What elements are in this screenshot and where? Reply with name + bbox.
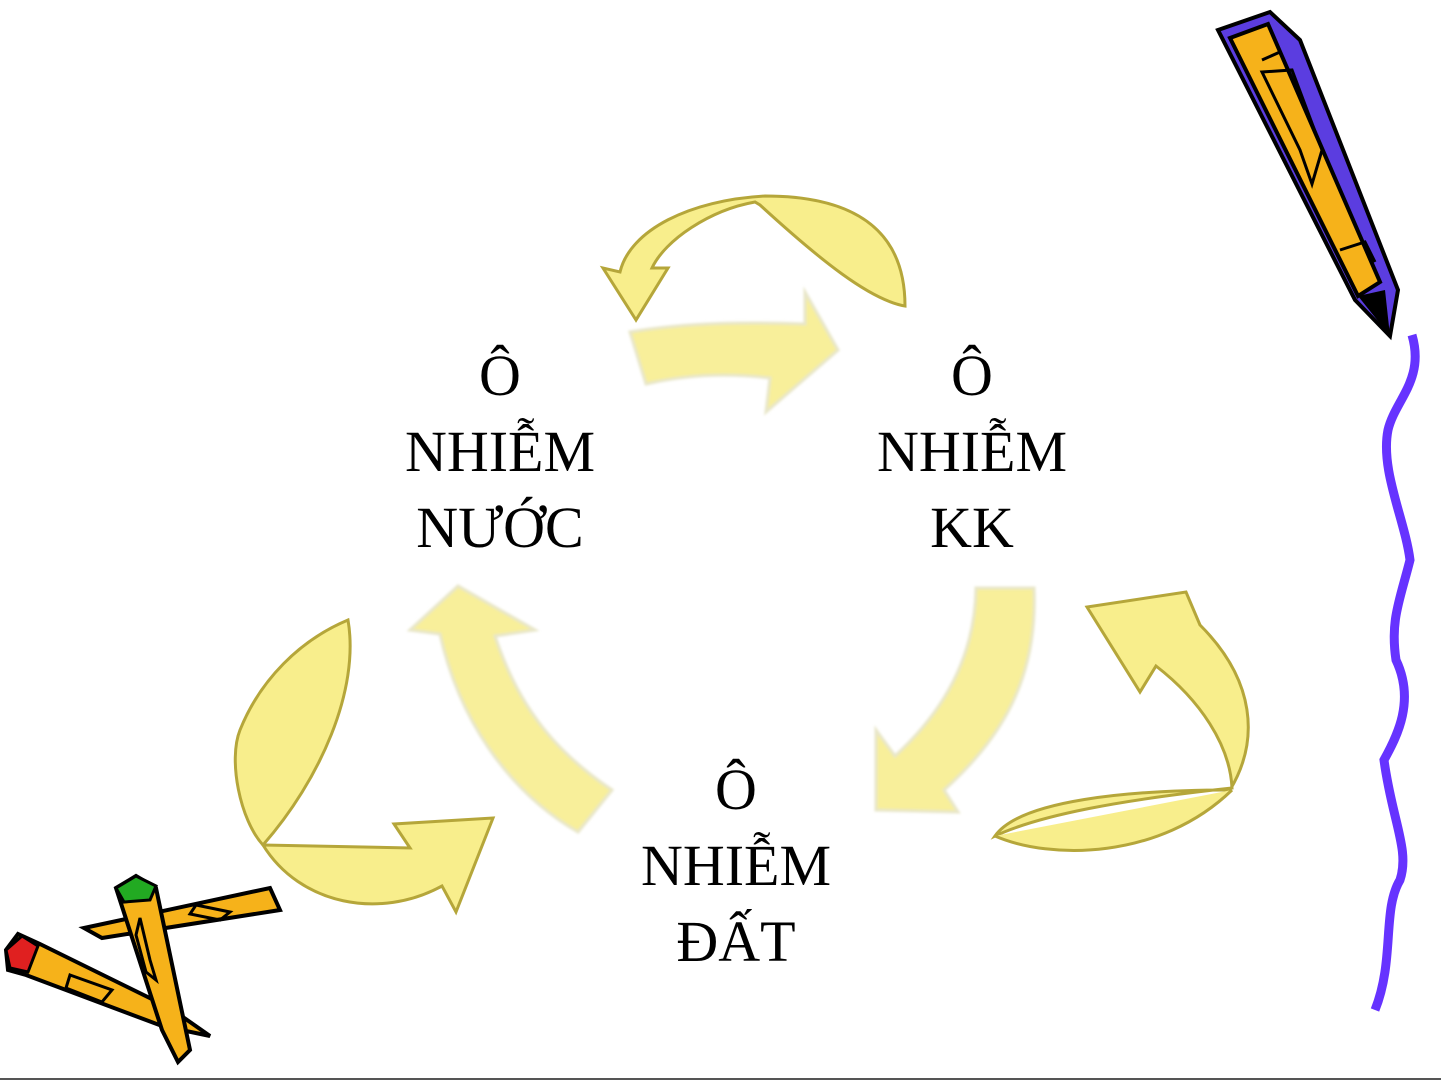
inner-arrow-air-to-soil — [876, 588, 1034, 812]
outer-arrow-left — [235, 620, 350, 845]
node-air-pollution: Ô NHIỄM KK — [842, 338, 1102, 566]
crossed-pencils-icon — [6, 876, 280, 1062]
node-water-pollution: Ô NHIỄM NƯỚC — [370, 338, 630, 566]
pencil-icon — [1218, 12, 1398, 336]
node-air-line-2: NHIỄM — [842, 414, 1102, 490]
inner-arrow-water-to-air — [630, 292, 838, 412]
node-air-line-1: Ô — [842, 338, 1102, 414]
node-soil-line-2: NHIỄM — [606, 828, 866, 904]
outer-arrow-left-head — [263, 818, 493, 912]
node-soil-pollution: Ô NHIỄM ĐẤT — [606, 752, 866, 980]
node-water-line-1: Ô — [370, 338, 630, 414]
node-air-line-3: KK — [842, 490, 1102, 566]
node-water-line-3: NƯỚC — [370, 490, 630, 566]
node-soil-line-1: Ô — [606, 752, 866, 828]
node-soil-line-3: ĐẤT — [606, 904, 866, 980]
squiggle-border-icon — [1375, 335, 1415, 1010]
slide-bottom-border — [0, 1078, 1441, 1080]
inner-arrow-soil-to-water — [410, 586, 612, 832]
node-water-line-2: NHIỄM — [370, 414, 630, 490]
outer-arrow-top — [603, 196, 905, 320]
